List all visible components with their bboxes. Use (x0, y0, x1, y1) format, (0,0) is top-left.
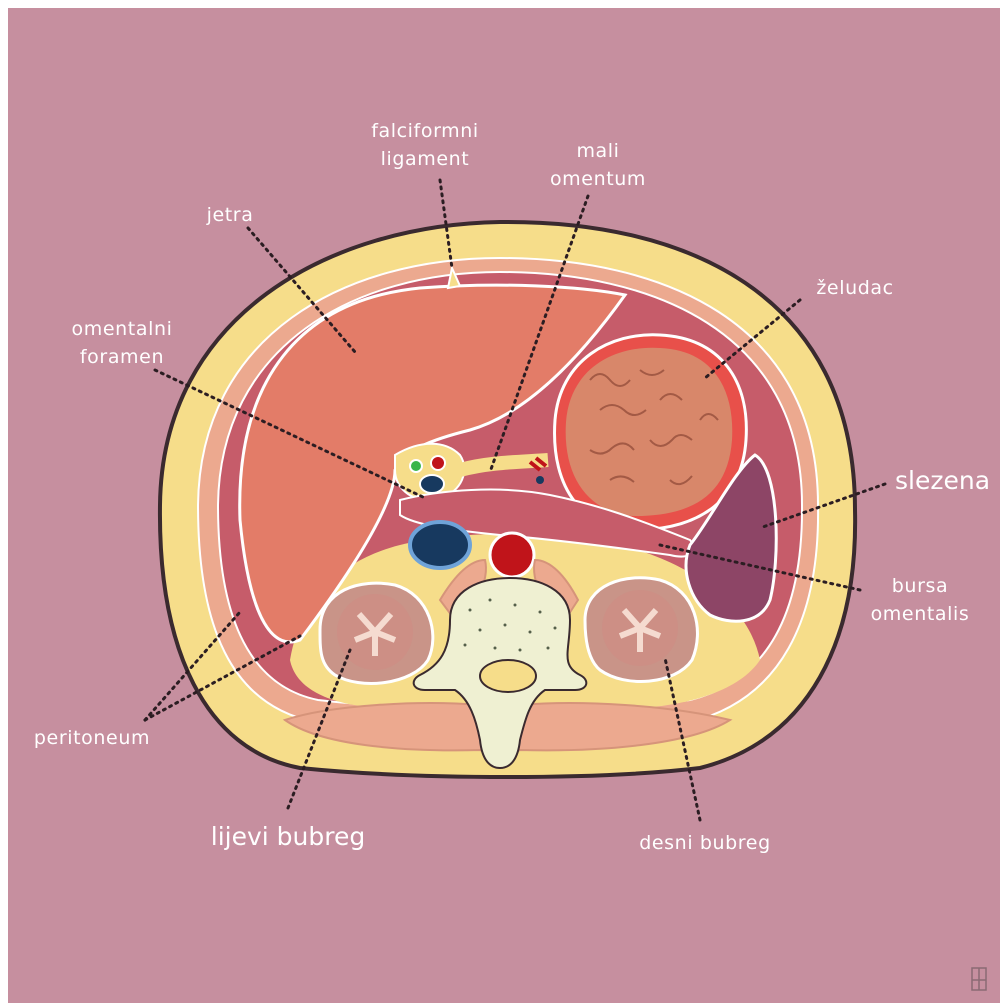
aorta (490, 533, 534, 577)
gastric-vessel-small (536, 476, 544, 484)
common-bile-duct (410, 460, 422, 472)
label-falciformni-2: ligament (381, 148, 470, 170)
corner-watermark-icon (972, 968, 986, 990)
label-omentalni-2: foramen (80, 346, 164, 368)
label-peritoneum: peritoneum (34, 727, 150, 749)
spinal-canal (480, 660, 536, 692)
label-lijevi-bubreg: lijevi bubreg (211, 822, 365, 851)
label-desni-bubreg: desni bubreg (639, 832, 771, 854)
right-kidney-shape (585, 578, 697, 682)
label-zeludac: želudac (816, 277, 893, 299)
left-kidney-shape (320, 583, 433, 683)
stomach (566, 348, 733, 516)
portal-vein (420, 475, 444, 493)
label-mali-2: omentum (550, 168, 646, 190)
label-slezena: slezena (895, 466, 990, 495)
hepatic-artery (431, 456, 445, 470)
label-bursa-2: omentalis (871, 603, 970, 625)
label-omentalni-1: omentalni (72, 318, 173, 340)
label-mali-1: mali (576, 140, 619, 162)
label-jetra: jetra (206, 204, 254, 226)
label-bursa-1: bursa (892, 575, 948, 597)
inferior-vena-cava (410, 522, 470, 568)
label-falciformni-1: falciformni (371, 120, 479, 142)
